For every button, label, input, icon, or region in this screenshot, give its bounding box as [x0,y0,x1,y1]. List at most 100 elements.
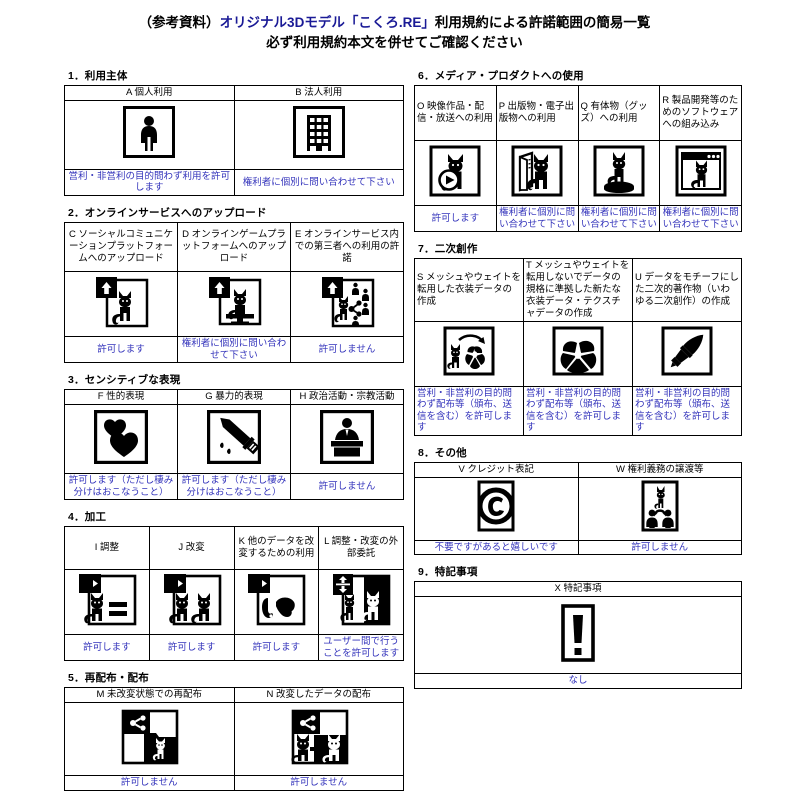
cell-note-R: 権利者に個別に問い合わせて下さい [659,204,742,233]
section-6: 6．メディア・プロダクトへの使用 O 映像作品・配信・放送への利用 P 出版物・… [414,68,742,233]
cell-note-W: 許可しません [577,539,742,556]
document-cat-icon [510,144,564,198]
cell-icon-M [64,702,235,777]
cell-icon-G [177,404,291,475]
header-row: C ソーシャルコミュニケーションプラットフォームへのアップロード D オンライン… [63,222,404,273]
section-5-heading: 5．再配布・配布 [68,672,149,685]
cell-header-R: R 製品開発等のためのソフトウェアへの組み込み [659,85,742,141]
upload-cat-share-icon [319,274,375,330]
section-6-table: O 映像作品・配信・放送への利用 P 出版物・電子出版物への利用 Q 有体物（グ… [414,85,742,233]
cell-note-I: 許可します [64,634,150,662]
cell-icon-V [414,476,579,541]
cell-header-G: G 暴力的表現 [177,389,291,406]
brush-icon [659,324,715,378]
cell-header-S: S メッシュやウェイトを転用した衣装データの作成 [413,258,525,322]
icon-row [414,476,742,541]
icon-row [413,320,742,387]
cell-header-O: O 映像作品・配信・放送への利用 [414,85,497,141]
title-suffix: 利用規約による許諾範囲の簡易一覧 [434,15,651,30]
note-row: 許可します 許可します 許可します ユーザー間で行うことを許可します [64,634,404,662]
section-7-table: S メッシュやウェイトを転用した衣装データの作成 T メッシュやウェイトを転用し… [413,258,742,436]
building-icon [292,106,345,159]
cell-header-X: X 特記事項 [414,581,742,598]
cell-header-A: A 個人利用 [64,85,235,101]
cell-note-H: 許可しません [290,473,404,501]
icon-row [414,140,742,206]
note-row: 許可します 権利者に個別に問い合わせて下さい 許可しません [63,336,404,364]
header-row: S メッシュやウェイトを転用した衣装データの作成 T メッシュやウェイトを転用し… [413,258,742,322]
note-row: 許可します（ただし棲み分けはおこなうこと） 許可します（ただし棲み分けはおこなう… [63,473,404,501]
cell-icon-D [177,271,291,338]
cell-icon-J [148,569,235,636]
cell-icon-C [63,271,179,338]
section-5-table: M 未改変状態での再配布 N 改変したデータの配布 [64,687,404,791]
cell-note-U: 営利・非営利の目的問わず配布等（頒布、送信を含む）を許可します [632,385,742,436]
header-row: I 調整 J 改変 K 他のデータを改変するための利用 L 調整・改変の外部委託 [64,526,404,571]
cell-note-N: 許可しません [233,775,404,791]
video-play-cat-icon [428,144,482,198]
cell-note-O: 許可します [414,204,497,233]
cell-header-M: M 未改変状態での再配布 [64,687,235,704]
note-row: なし [414,673,742,689]
left-column: 1．利用主体 A 個人利用 B 法人利用 [63,68,404,800]
upload-cat-monitor-icon [206,274,262,330]
cell-header-J: J 改変 [148,526,235,571]
section-7-heading: 7．二次創作 [418,243,478,256]
title-accent: オリジナル3Dモデル「こくろ.RE」 [219,15,435,30]
note-row: 営利・非営利の目的問わず配布等（頒布、送信を含む）を許可します 営利・非営利の目… [413,385,742,436]
header-row: O 映像作品・配信・放送への利用 P 出版物・電子出版物への利用 Q 有体物（グ… [414,85,742,141]
note-row: 許可します 権利者に個別に問い合わせて下さい 権利者に個別に問い合わせて下さい … [414,204,742,233]
note-row: 不要ですがあると嬉しいです 許可しません [414,539,742,556]
costume-icon [550,324,606,378]
title-prefix: （参考資料） [138,15,220,30]
section-7: 7．二次創作 S メッシュやウェイトを転用した衣装データの作成 T メッシュやウ… [413,241,742,436]
cell-icon-X [414,596,742,675]
header-row: F 性的表現 G 暴力的表現 H 政治活動・宗教活動 [63,389,404,406]
content-columns: 1．利用主体 A 個人利用 B 法人利用 [0,68,789,800]
cell-note-E: 許可しません [290,336,404,364]
cell-header-Q: Q 有体物（グッズ）への利用 [577,85,661,141]
cell-note-M: 許可しません [64,775,235,791]
note-row: 営利・非営利の目的問わず利用を許可します 権利者に個別に問い合わせて下さい [64,168,404,197]
share-modified-cat-icon [288,707,350,767]
section-3-heading: 3．センシティブな表現 [68,374,181,387]
cell-note-B: 権利者に個別に問い合わせて下さい [233,168,404,197]
section-4-heading: 4．加工 [68,511,107,524]
cell-icon-P [495,140,579,206]
icon-row [63,271,404,338]
icon-row [64,702,404,777]
header-row: V クレジット表記 W 権利義務の譲渡等 [414,461,742,478]
cell-header-U: U データをモチーフにした二次的著作物（いわゆる二次創作）の作成 [632,258,742,322]
cell-icon-Q [577,140,661,206]
title-line-2: 必ず利用規約本文を併せてご確認ください [266,34,523,50]
icon-row [414,596,742,675]
cell-header-K: K 他のデータを改変するための利用 [233,526,320,571]
cell-icon-K [233,569,320,636]
copyright-icon [468,480,524,532]
upload-cat-icon [93,274,149,330]
knife-icon [207,409,261,464]
cell-header-B: B 法人利用 [233,85,404,101]
section-9: 9．特記事項 X 特記事項 なし [414,564,742,689]
cell-icon-E [290,271,404,338]
section-8-table: V クレジット表記 W 権利義務の譲渡等 [414,461,742,556]
page-title: （参考資料）オリジナル3Dモデル「こくろ.RE」利用規約による許諾範囲の簡易一覧… [0,0,789,52]
cell-note-T: 営利・非営利の目的問わず配布等（頒布、送信を含む）を許可します [523,385,633,436]
cell-header-F: F 性的表現 [63,389,179,406]
cell-icon-N [233,702,404,777]
section-6-heading: 6．メディア・プロダクトへの使用 [418,70,584,82]
cell-header-C: C ソーシャルコミュニケーションプラットフォームへのアップロード [63,222,179,273]
cell-icon-U [632,320,742,387]
cell-note-D: 権利者に個別に問い合わせて下さい [177,336,291,364]
right-column: 6．メディア・プロダクトへの使用 O 映像作品・配信・放送への利用 P 出版物・… [413,68,742,698]
cell-note-G: 許可します（ただし棲み分けはおこなうこと） [177,473,291,501]
section-2: 2．オンラインサービスへのアップロード C ソーシャルコミュニケーションプラット… [63,205,404,364]
cell-icon-T [523,320,633,387]
section-1-heading: 1．利用主体 [68,70,128,82]
section-2-heading: 2．オンラインサービスへのアップロード [68,207,267,220]
cell-note-K: 許可します [233,634,320,662]
cell-note-X: なし [414,673,742,689]
section-8-heading: 8．その他 [418,446,467,459]
cell-note-S: 営利・非営利の目的問わず配布等（頒布、送信を含む）を許可します [413,385,525,436]
